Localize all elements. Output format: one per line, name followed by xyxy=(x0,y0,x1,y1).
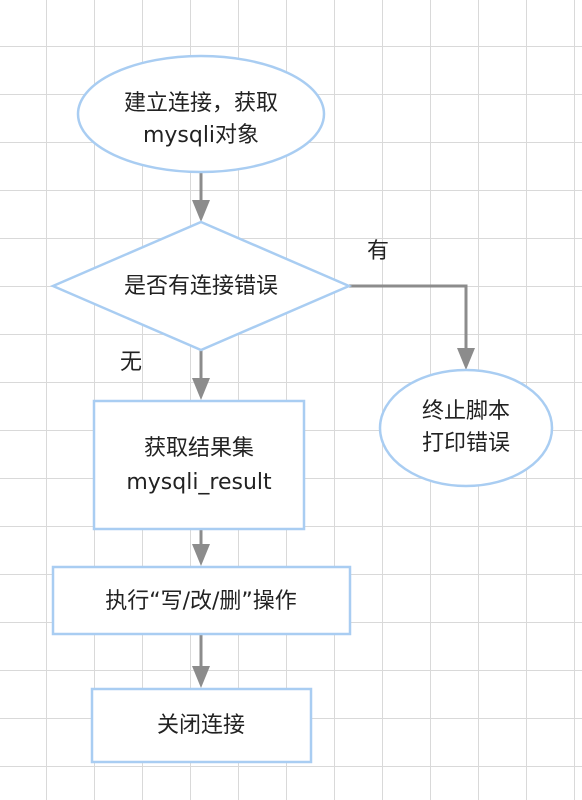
edges xyxy=(192,172,475,688)
get-result-box xyxy=(92,399,306,531)
start-label-line1: 建立连接，获取 xyxy=(124,91,278,116)
node-get-result[interactable]: 获取结果集 mysqli_result xyxy=(92,399,306,531)
node-close[interactable]: 关闭连接 xyxy=(90,687,313,764)
edge-label-yes: 有 xyxy=(367,239,389,264)
terminate-ellipse xyxy=(378,368,554,488)
get-result-label-line1: 获取结果集 xyxy=(144,436,254,461)
start-label-line2: mysqli对象 xyxy=(143,123,259,148)
close-box xyxy=(90,687,313,764)
edge-decision-to-terminate xyxy=(349,284,468,350)
node-decision[interactable]: 是否有连接错误 xyxy=(49,220,353,352)
arrowhead-icon xyxy=(192,666,210,688)
node-start[interactable]: 建立连接，获取 mysqli对象 xyxy=(76,54,326,174)
terminate-label-line2: 打印错误 xyxy=(422,431,510,456)
terminate-label-line1: 终止脚本 xyxy=(422,399,510,424)
start-ellipse xyxy=(76,54,326,174)
arrowhead-icon xyxy=(192,544,210,566)
decision-diamond xyxy=(49,220,353,352)
close-label: 关闭连接 xyxy=(157,713,245,738)
execute-label: 执行“写/改/删”操作 xyxy=(105,589,297,614)
execute-box xyxy=(51,565,352,636)
arrowhead-icon xyxy=(192,200,210,222)
arrowhead-icon xyxy=(457,348,475,370)
node-execute[interactable]: 执行“写/改/删”操作 xyxy=(51,565,352,636)
decision-label: 是否有连接错误 xyxy=(124,274,278,299)
edge-label-no: 无 xyxy=(120,350,142,375)
arrowhead-icon xyxy=(192,378,210,400)
get-result-label-line2: mysqli_result xyxy=(126,470,272,495)
node-terminate[interactable]: 终止脚本 打印错误 xyxy=(378,368,554,488)
